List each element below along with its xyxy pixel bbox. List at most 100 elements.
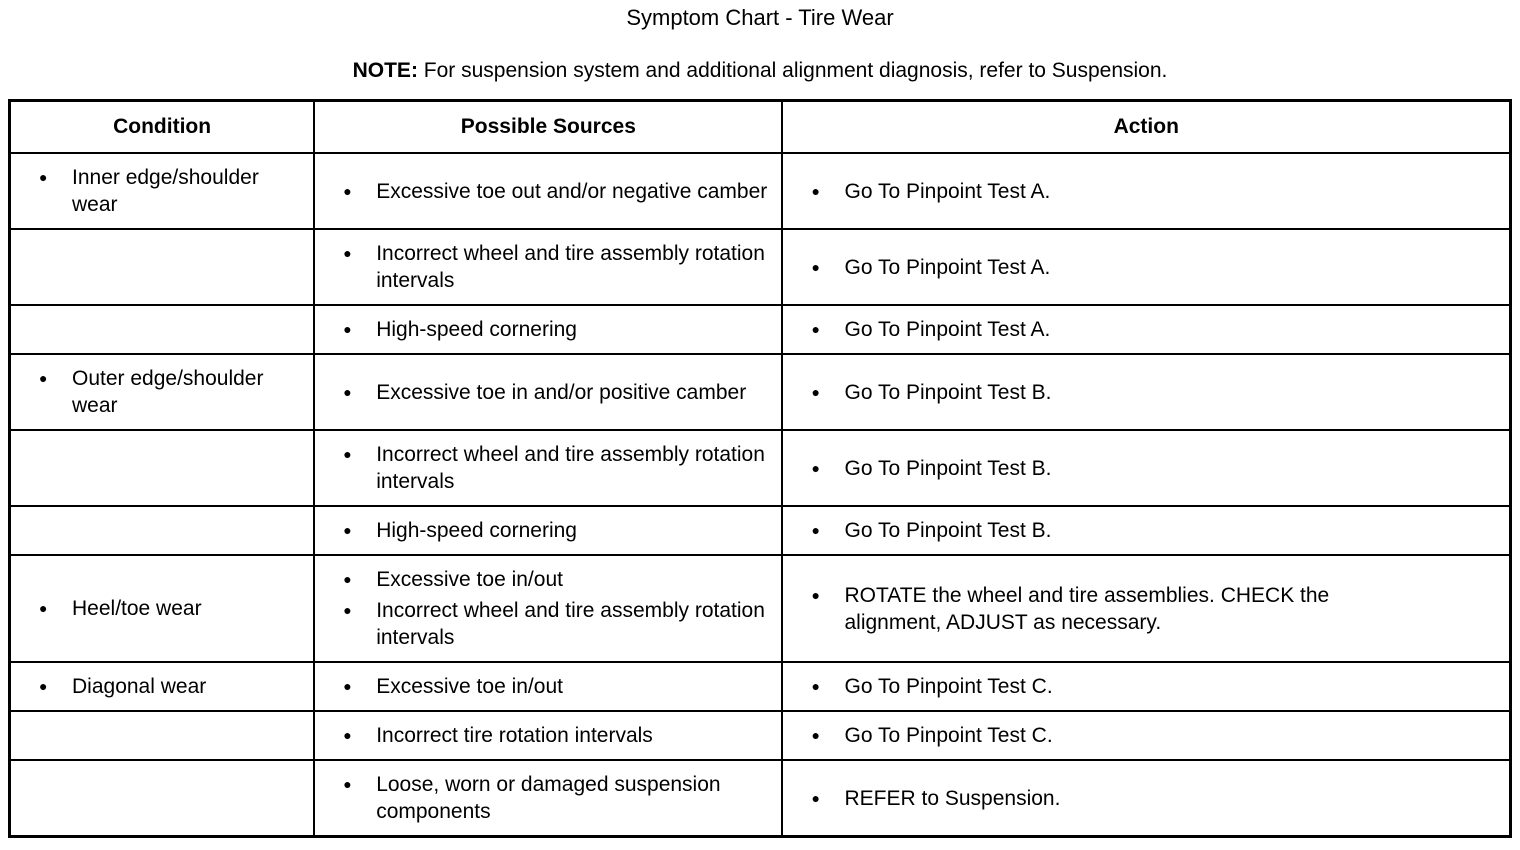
bullet-text: Inner edge/shoulder wear — [72, 166, 259, 216]
bullet-icon: ● — [343, 571, 352, 587]
sources-cell: ●Incorrect wheel and tire assembly rotat… — [313, 429, 784, 507]
condition-cell — [8, 759, 316, 838]
bullet-icon: ● — [811, 258, 820, 275]
bullet-text: Go To Pinpoint Test B. — [844, 456, 1052, 480]
bullet-text: Excessive toe in and/or positive camber — [376, 380, 747, 404]
table-row: ●High-speed cornering ●Go To Pinpoint Tes… — [8, 505, 1512, 556]
condition-cell — [8, 429, 316, 507]
bullet-icon: ● — [39, 600, 48, 616]
bullet-text: Go To Pinpoint Test C. — [844, 675, 1053, 698]
header-condition: Condition — [8, 99, 316, 154]
bullet-item: ●Go To Pinpoint Test A. — [811, 178, 1499, 205]
bullet-item: ● Heel/toe wear — [39, 595, 303, 622]
table-row: ● Diagonal wear ●Excessive toe in/out ● Go T… — [8, 661, 1512, 712]
action-cell: ● Go To Pinpoint Test B. — [781, 429, 1512, 507]
bullet-item: ●Excessive toe in/out — [343, 566, 771, 593]
action-cell: ● Go To Pinpoint Test A. — [781, 228, 1512, 306]
condition-cell: ● Outer edge/shoulder wear — [8, 353, 316, 431]
action-cell: ●REFER to Suspension. — [781, 759, 1512, 838]
bullet-icon: ● — [343, 727, 352, 743]
action-cell: ● Go To Pinpoint Test C. — [781, 661, 1512, 712]
note-text: For suspension system and additional ali… — [423, 59, 1168, 82]
sources-cell: ● Incorrect tire rotation intervals — [313, 710, 784, 761]
table-row: ● Inner edge/shoulder wear ● Excessive toe … — [8, 152, 1512, 230]
bullet-item: ●Incorrect wheel and tire assembly rotat… — [343, 240, 771, 294]
bullet-icon: ● — [811, 459, 820, 476]
bullet-text: REFER to Suspension. — [844, 786, 1061, 810]
sources-cell: ●Excessive toe in/out — [313, 661, 784, 712]
bullet-icon: ● — [811, 522, 820, 538]
bullet-text: Incorrect wheel and tire assembly rotati… — [376, 599, 765, 649]
sources-cell: ●High-speed cornering — [313, 505, 784, 556]
bullet-item: ● Go To Pinpoint Test C. — [811, 673, 1499, 700]
bullet-text: Excessive toe in/out — [376, 675, 563, 698]
sources-cell: ●Excessive toe in/out●Incorrect wheel an… — [313, 554, 784, 663]
condition-cell — [8, 228, 316, 306]
bullet-icon: ● — [811, 678, 820, 694]
bullet-icon: ● — [343, 321, 352, 337]
bullet-text: Incorrect wheel and tire assembly rotati… — [376, 242, 765, 292]
table-row: ● Incorrect tire rotation intervals ●Go To… — [8, 710, 1512, 761]
bullet-text: Diagonal wear — [72, 675, 207, 698]
bullet-text: Go To Pinpoint Test A. — [844, 318, 1051, 341]
bullet-text: Loose, worn or damaged suspension compon… — [376, 773, 721, 823]
condition-cell — [8, 710, 316, 761]
bullet-item: ●Go To Pinpoint Test B. — [811, 517, 1499, 544]
bullet-icon: ● — [343, 776, 352, 792]
bullet-icon: ● — [39, 370, 48, 386]
table-row: ● High-speed cornering ● Go To Pinpoint Tes… — [8, 304, 1512, 355]
note: NOTE: For suspension system and addition… — [0, 58, 1520, 83]
bullet-text: Go To Pinpoint Test A. — [844, 179, 1051, 203]
bullet-item: ● High-speed cornering — [343, 316, 771, 343]
bullet-item: ●Excessive toe in/out — [343, 673, 771, 700]
condition-cell — [8, 505, 316, 556]
bullet-icon: ● — [343, 602, 352, 618]
action-cell: ●Go To Pinpoint Test A. — [781, 152, 1512, 230]
table-row: ● Incorrect wheel and tire assembly rotat… — [8, 429, 1512, 507]
bullet-icon: ● — [39, 169, 48, 185]
condition-cell: ● Inner edge/shoulder wear — [8, 152, 316, 230]
note-label: NOTE: — [352, 59, 418, 82]
bullet-icon: ● — [343, 522, 352, 538]
page-title: Symptom Chart - Tire Wear — [626, 5, 894, 30]
bullet-text: Incorrect wheel and tire assembly rotati… — [376, 443, 765, 493]
bullet-item: ●ROTATE the wheel and tire assemblies. C… — [811, 582, 1499, 636]
bullet-text: Outer edge/shoulder wear — [72, 367, 264, 417]
bullet-text: Incorrect tire rotation intervals — [376, 724, 653, 747]
action-cell: ●Go To Pinpoint Test B. — [781, 505, 1512, 556]
table-row: ● Incorrect wheel and tire assembly rotat… — [8, 228, 1512, 306]
symptom-table: Condition Possible Sources Action ●Inner… — [8, 99, 1512, 838]
bullet-item: ● Go To Pinpoint Test A. — [811, 254, 1499, 281]
bullet-icon: ● — [811, 586, 820, 603]
condition-cell — [8, 304, 316, 355]
bullet-item: ● Excessive toe out and/or negative cambe… — [343, 178, 771, 205]
bullet-icon: ● — [811, 321, 820, 337]
action-cell: ● Go To Pinpoint Test B. — [781, 353, 1512, 431]
bullet-icon: ● — [811, 383, 820, 400]
sources-cell: ● Loose, worn or damaged suspension compo… — [313, 759, 784, 838]
bullet-item: ● Go To Pinpoint Test A. — [811, 316, 1499, 343]
bullet-icon: ● — [811, 727, 820, 743]
bullet-text: Excessive toe out and/or negative camber — [376, 179, 768, 203]
bullet-text: Go To Pinpoint Test A. — [844, 255, 1051, 279]
condition-cell: ● Diagonal wear — [8, 661, 316, 712]
bullet-item: ● Go To Pinpoint Test B. — [811, 455, 1499, 482]
condition-cell: ● Heel/toe wear — [8, 554, 316, 663]
bullet-text: High-speed cornering — [376, 318, 577, 341]
bullet-item: ● Inner edge/shoulder wear — [39, 164, 303, 218]
bullet-icon: ● — [39, 678, 48, 694]
bullet-text: Heel/toe wear — [72, 597, 202, 620]
bullet-item: ●REFER to Suspension. — [811, 785, 1499, 812]
bullet-item: ● Loose, worn or damaged suspension compo… — [343, 771, 771, 825]
bullet-item: ●Go To Pinpoint Test C. — [811, 722, 1499, 749]
bullet-icon: ● — [343, 383, 352, 400]
bullet-icon: ● — [343, 182, 352, 199]
sources-cell: ●Incorrect wheel and tire assembly rotat… — [313, 228, 784, 306]
bullet-item: ● Incorrect wheel and tire assembly rotat… — [343, 597, 771, 651]
header-possible-sources: Possible Sources — [313, 99, 784, 154]
table-row: ●Heel/toe wear●Excessive toe in/out●Inco… — [8, 554, 1512, 663]
bullet-item: ● Incorrect tire rotation intervals — [343, 722, 771, 749]
symptom-table-body: ●Inner edge/shoulder wear●Excessive toe … — [8, 152, 1512, 838]
bullet-text: Go To Pinpoint Test B. — [844, 380, 1052, 404]
